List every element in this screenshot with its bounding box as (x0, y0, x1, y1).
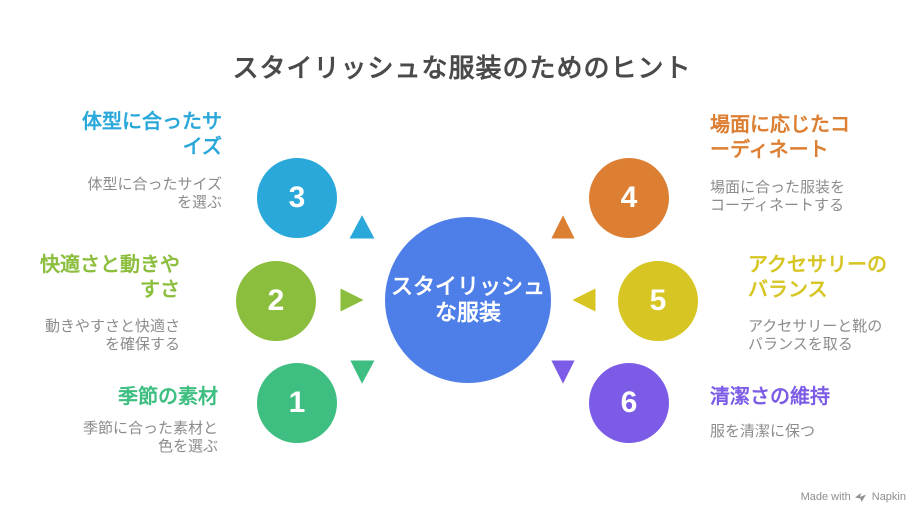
circle-step-1-number: 1 (288, 386, 306, 419)
circle-step-5: 5 (616, 259, 700, 343)
item-2-heading-line1: 快適さと動きや (40, 254, 180, 276)
item-5-desc-line1: アクセサリーと靴の (748, 318, 883, 335)
item-3-desc-line2: を選ぶ (176, 194, 222, 211)
item-5-description: アクセサリーと靴の バランスを取る (748, 318, 924, 354)
circle-step-2: 2 (234, 259, 318, 343)
circle-step-5-number: 5 (649, 284, 667, 317)
circle-step-2-number: 2 (267, 284, 285, 317)
item-3-heading-line1: 体型に合ったサ (82, 111, 222, 133)
item-4-heading-line2: ーディネート (710, 139, 829, 161)
item-5-heading-line1: アクセサリーの (748, 254, 887, 276)
circle-step-6: 6 (587, 361, 671, 445)
item-6-desc-line1: 服を清潔に保つ (710, 423, 816, 440)
circle-step-3-number: 3 (288, 181, 306, 214)
item-4-desc-line2: コーディネートする (710, 197, 844, 214)
item-2-desc-line2: を確保する (104, 336, 180, 353)
circle-step-3: 3 (255, 156, 339, 240)
item-4-heading-line1: 場面に応じたコ (710, 114, 850, 136)
circle-step-4: 4 (587, 156, 671, 240)
item-2-desc-line1: 動きやすさと快適さ (44, 318, 180, 335)
item-1-heading: 季節の素材 (38, 385, 218, 410)
item-2-heading: 快適さと動きや すさ (10, 253, 180, 303)
item-1-desc-line2: 色を選ぶ (157, 438, 218, 455)
center-hub-label-line1: スタイリッシュ (390, 274, 545, 299)
item-2-heading-line2: すさ (140, 279, 180, 301)
item-6-heading: 清潔さの維持 (710, 385, 890, 410)
napkin-logo-icon (854, 492, 866, 502)
item-3-heading-line2: イズ (182, 136, 222, 158)
item-3-description: 体型に合ったサイズ を選ぶ (22, 176, 222, 212)
center-hub-circle: スタイリッシュ な服装 (382, 214, 554, 386)
made-with-napkin-link[interactable]: Made with Napkin (801, 491, 906, 503)
circle-step-1: 1 (255, 361, 339, 445)
item-1-desc-line1: 季節に合った素材と (82, 420, 218, 437)
arrow-down-step6-icon (546, 357, 580, 391)
arrow-up-step4-icon (546, 208, 580, 242)
item-5-desc-line2: バランスを取る (748, 336, 853, 353)
napkin-brand-text: Napkin (871, 491, 906, 503)
item-1-description: 季節に合った素材と 色を選ぶ (18, 420, 218, 456)
made-with-text: Made with (800, 491, 851, 503)
arrow-down-step1-icon (345, 357, 380, 391)
item-5-heading-line2: バランス (748, 279, 828, 301)
circle-step-6-number: 6 (620, 386, 638, 419)
arrow-up-step3-icon (344, 208, 380, 242)
item-3-desc-line1: 体型に合ったサイズ (87, 176, 222, 193)
item-4-desc-line1: 場面に合った服装を (710, 179, 846, 196)
item-4-heading: 場面に応じたコ ーディネート (710, 113, 880, 163)
item-6-description: 服を清潔に保つ (710, 423, 910, 441)
item-1-heading-line1: 季節の素材 (118, 386, 218, 408)
arrow-left-step5-icon (565, 283, 599, 317)
circle-step-4-number: 4 (620, 181, 638, 214)
item-5-heading: アクセサリーの バランス (748, 253, 918, 303)
item-6-heading-line1: 清潔さの維持 (710, 386, 830, 408)
item-3-heading: 体型に合ったサ イズ (42, 110, 222, 160)
center-hub-label-line2: な服装 (434, 300, 501, 325)
item-2-description: 動きやすさと快適さ を確保する (0, 318, 180, 354)
item-4-description: 場面に合った服装を コーディネートする (710, 179, 910, 215)
arrow-right-step2-icon (337, 283, 371, 317)
page-title: スタイリッシュな服装のためのヒント (232, 53, 692, 83)
